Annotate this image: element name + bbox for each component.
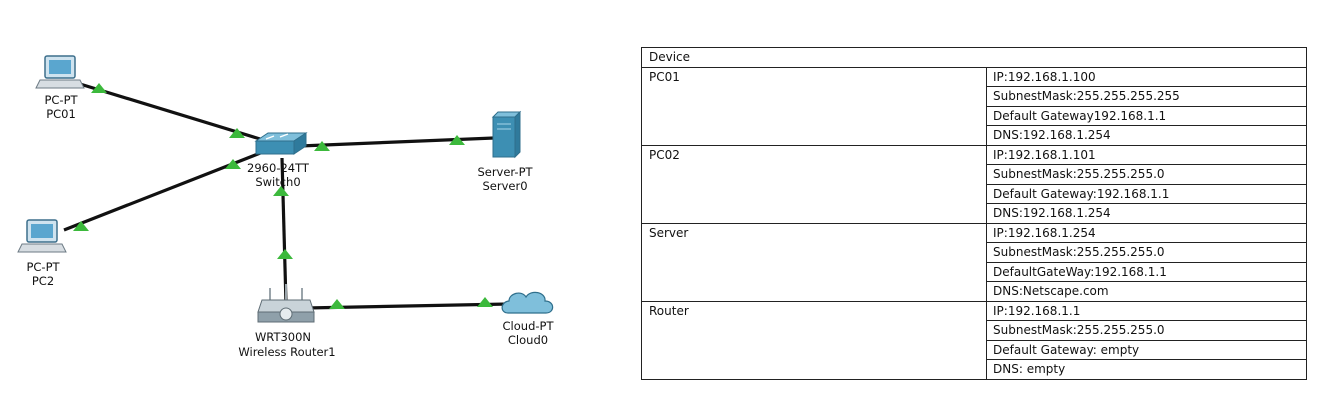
link-pc2-switch0[interactable]: [63, 148, 269, 232]
node-model-label: PC-PT: [26, 260, 60, 274]
setting-cell: Default Gateway:192.168.1.1: [986, 183, 1307, 204]
table-row: DNS:192.168.1.254: [642, 203, 1307, 224]
cloud-icon[interactable]: [501, 291, 554, 314]
table-row: Router IP:192.168.1.1: [641, 300, 1307, 380]
device-name-cell: Server: [641, 222, 987, 302]
setting-cell: DefaultGateWay:192.168.1.1: [986, 261, 1307, 282]
node-name-label: Server0: [482, 179, 527, 193]
link-up-marker: [229, 128, 245, 138]
table-row: PC02 IP:192.168.1.101: [641, 144, 1307, 224]
pc-icon[interactable]: [17, 219, 67, 253]
setting-cell: Default Gateway192.168.1.1: [986, 105, 1307, 126]
setting-cell: Default Gateway: empty: [986, 339, 1307, 360]
table-row: DefaultGateWay:192.168.1.1: [642, 261, 1307, 282]
table-header-row: Device: [641, 47, 1307, 68]
setting-cell: IP:192.168.1.254: [986, 222, 1307, 243]
setting-cell: SubnestMask:255.255.255.0: [986, 164, 1307, 185]
setting-cell: IP:192.168.1.100: [986, 66, 1307, 87]
device-config-table-container: Device PC01 IP:192.168.1.100 SubnestMask…: [641, 47, 1307, 380]
setting-cell: DNS:192.168.1.254: [986, 203, 1307, 224]
link-up-marker: [273, 186, 289, 196]
link-switch0-router1[interactable]: [280, 157, 288, 305]
setting-cell: IP:192.168.1.1: [986, 300, 1307, 321]
node-name-label: Switch0: [255, 175, 300, 189]
link-up-marker: [225, 159, 241, 169]
node-name-label: PC2: [32, 274, 54, 288]
switch-icon[interactable]: [254, 132, 308, 155]
link-up-marker: [477, 297, 493, 307]
device-name-cell: Router: [641, 300, 987, 380]
node-name-label: Cloud0: [508, 333, 548, 347]
setting-cell: SubnestMask:255.255.255.255: [986, 86, 1307, 107]
link-up-marker: [329, 299, 345, 309]
link-up-marker: [73, 221, 89, 231]
link-up-marker: [277, 249, 293, 259]
node-name-label: Wireless Router1: [238, 345, 335, 359]
setting-cell: DNS:192.168.1.254: [986, 125, 1307, 146]
setting-cell: SubnestMask:255.255.255.0: [986, 320, 1307, 341]
link-up-marker: [314, 141, 330, 151]
node-model-label: Cloud-PT: [503, 319, 555, 333]
node-model-label: Server-PT: [477, 165, 533, 179]
node-model-label: 2960-24TT: [247, 161, 310, 175]
pc-icon[interactable]: [35, 55, 85, 89]
node-name-label: PC01: [46, 107, 76, 121]
setting-cell: DNS:Netscape.com: [986, 281, 1307, 302]
table-row: DNS: empty: [642, 359, 1307, 380]
node-model-label: WRT300N: [255, 330, 311, 344]
setting-cell: DNS: empty: [986, 359, 1307, 380]
device-name-cell: PC01: [641, 66, 987, 146]
server-icon[interactable]: [491, 110, 522, 159]
link-up-marker: [449, 135, 465, 145]
wireless-router-icon[interactable]: [257, 284, 315, 323]
network-topology-diagram: PC-PT PC01 PC-PT PC2 2960-24TT Switch0 S…: [17, 55, 555, 359]
device-config-table: Device PC01 IP:192.168.1.100 SubnestMask…: [641, 47, 1307, 380]
node-model-label: PC-PT: [44, 93, 78, 107]
table-header-device: Device: [641, 47, 1307, 68]
link-pc01-switch0[interactable]: [79, 82, 271, 144]
table-row: PC01 IP:192.168.1.100: [641, 66, 1307, 146]
table-row: Server IP:192.168.1.254: [641, 222, 1307, 302]
table-row: Default Gateway:192.168.1.1: [642, 183, 1307, 204]
setting-cell: SubnestMask:255.255.255.0: [986, 242, 1307, 263]
table-row: DNS:192.168.1.254: [642, 125, 1307, 146]
table-row: DNS:Netscape.com: [642, 281, 1307, 302]
table-row: Default Gateway192.168.1.1: [642, 105, 1307, 126]
link-switch0-server0[interactable]: [299, 136, 495, 148]
setting-cell: IP:192.168.1.101: [986, 144, 1307, 165]
link-up-marker: [91, 83, 107, 93]
device-name-cell: PC02: [641, 144, 987, 224]
